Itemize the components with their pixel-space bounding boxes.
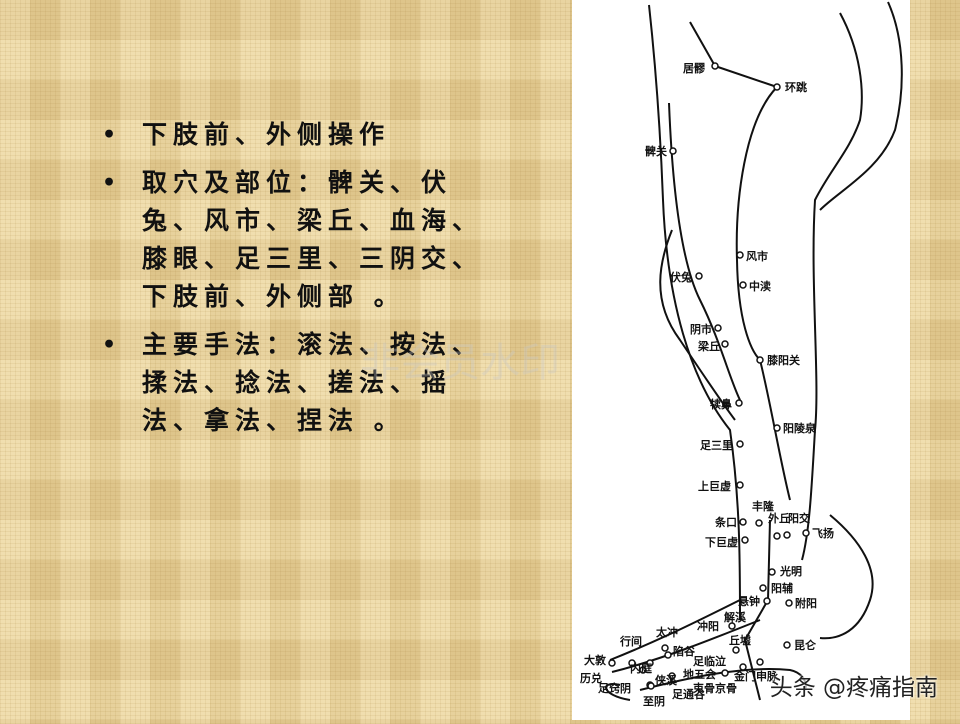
leg-diagram-svg: 居髎 环跳 髀关 风市 中渎 伏兔 阴市 梁丘 膝阳关 犊鼻 阳陵泉 足三里 上…	[580, 1, 903, 708]
label: 申脉	[756, 669, 779, 683]
label: 外丘	[767, 511, 790, 525]
label: 下巨虚	[705, 535, 738, 549]
label: 上巨虚	[698, 479, 731, 493]
bullet-item: •主要手法：滚法、按法、揉法、捻法、搓法、摇法、拿法、捏法 。	[102, 330, 484, 435]
label: 行间	[619, 634, 642, 648]
bullet-list: •下肢前、外侧操作 •取穴及部位：髀关、伏兔、风市、梁丘、血海、膝眼、足三里、三…	[100, 116, 500, 450]
label: 条口	[714, 515, 737, 529]
label: 足三里	[700, 439, 733, 452]
label: 足临泣	[693, 654, 726, 668]
label: 丘墟	[729, 633, 751, 647]
label: 犊鼻	[710, 397, 732, 411]
label: 中渎	[749, 279, 771, 293]
label: 悬钟	[737, 594, 760, 608]
bullet-item: •下肢前、外侧操作	[102, 120, 391, 149]
acupoint-labels: 居髎 环跳 髀关 风市 中渎 伏兔 阴市 梁丘 膝阳关 犊鼻 阳陵泉 足三里 上…	[580, 62, 834, 708]
label: 侠溪	[655, 673, 678, 687]
faint-watermark: 非会员水印	[360, 340, 560, 386]
label: 环跳	[785, 80, 807, 94]
label: 居髎	[683, 62, 706, 75]
label: 太冲	[655, 625, 678, 639]
label: 金门	[733, 669, 756, 683]
bullet-item: •取穴及部位：髀关、伏兔、风市、梁丘、血海、膝眼、足三里、三阴交、下肢前、外侧部…	[102, 168, 484, 311]
label: 解溪	[724, 610, 747, 624]
label: 昆仑	[794, 638, 817, 652]
label: 陷谷	[673, 644, 696, 658]
label: 冲阳	[697, 619, 719, 633]
label: 光明	[779, 564, 802, 578]
label: 阳交	[788, 511, 810, 525]
acupoint-markers	[608, 62, 810, 690]
label: 京骨	[715, 681, 737, 695]
label: 附阳	[795, 596, 817, 610]
label: 足通谷	[672, 687, 706, 701]
label: 阴市	[690, 322, 712, 336]
label: 梁丘	[697, 339, 720, 353]
label: 丰隆	[752, 499, 775, 513]
watermark: 头条 @疼痛指南	[769, 675, 938, 701]
label: 膝阳关	[767, 353, 800, 367]
leg-outline	[605, 1, 903, 701]
label: 髀关	[645, 144, 667, 158]
label: 风市	[746, 249, 768, 263]
label: 内庭	[630, 661, 652, 675]
leg-acupoint-diagram: 居髎 环跳 髀关 风市 中渎 伏兔 阴市 梁丘 膝阳关 犊鼻 阳陵泉 足三里 上…	[572, 0, 910, 720]
label: 束骨	[693, 681, 715, 695]
label: 阳陵泉	[783, 421, 817, 435]
label: 历兑	[580, 671, 602, 685]
label: 地五会	[683, 667, 717, 681]
label: 足窍阴	[598, 681, 631, 695]
label: 飞扬	[812, 526, 834, 540]
label: 大敦	[584, 653, 607, 667]
label: 阳辅	[771, 581, 793, 595]
label: 伏兔	[670, 270, 692, 284]
label: 至阴	[643, 694, 665, 708]
